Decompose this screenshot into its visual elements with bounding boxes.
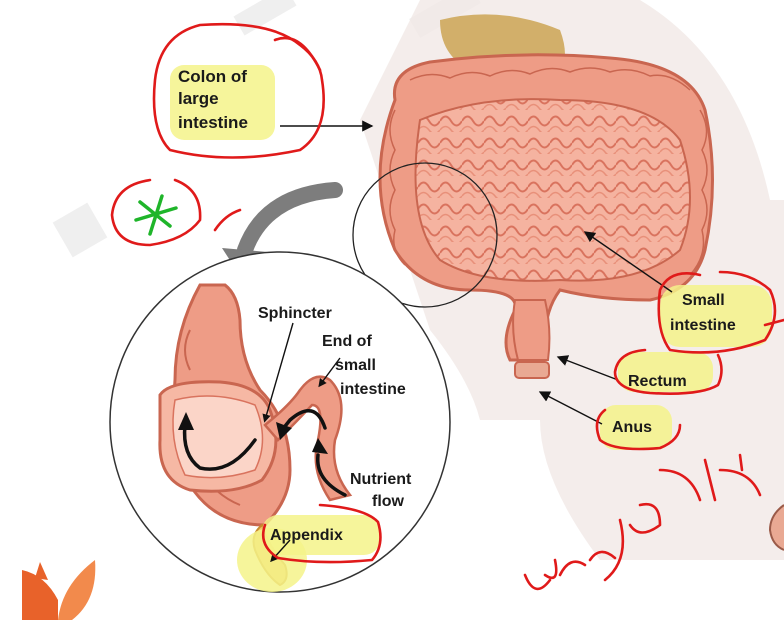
zoom-arrow (245, 190, 335, 250)
label-sphincter: Sphincter (258, 305, 332, 322)
rectum (513, 300, 549, 360)
green-star-mark (136, 196, 176, 234)
anus-ring (515, 362, 549, 378)
label-appendix: Appendix (270, 527, 343, 544)
label-rectum: Rectum (628, 373, 687, 390)
small-intestine (416, 99, 691, 281)
label-anus: Anus (612, 419, 652, 436)
brand-logo (22, 560, 95, 620)
